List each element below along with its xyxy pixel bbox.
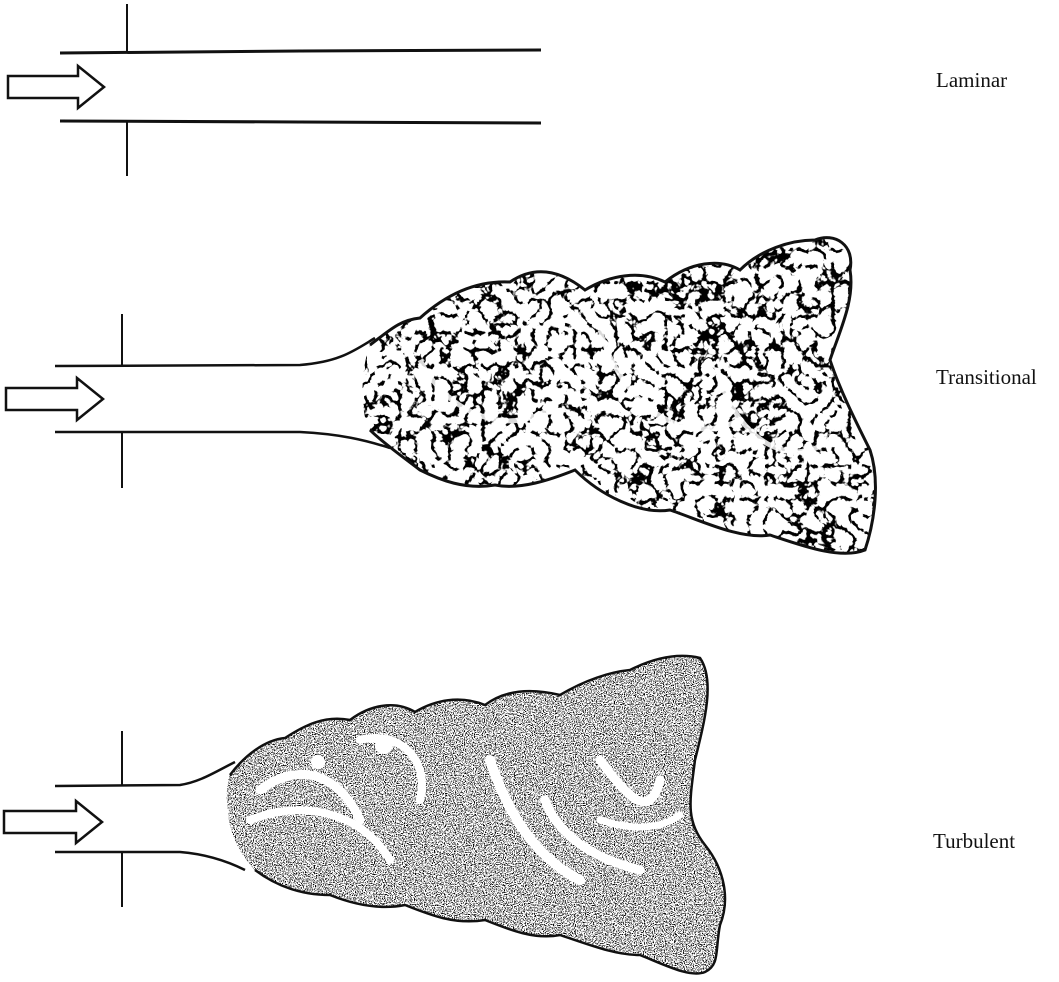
laminar-jet <box>8 4 541 176</box>
label-turbulent: Turbulent <box>933 829 1015 854</box>
flow-arrow-icon <box>6 378 103 420</box>
jet-upper-boundary <box>55 338 375 366</box>
jet-lower-boundary <box>55 432 390 448</box>
jet-upper-boundary <box>60 50 541 53</box>
label-laminar: Laminar <box>936 68 1007 93</box>
jet-lower-boundary <box>55 852 245 870</box>
jet-upper-boundary <box>55 762 235 786</box>
transitional-plume <box>350 225 890 570</box>
transitional-jet <box>6 225 890 570</box>
vortex-core <box>311 755 325 769</box>
flow-arrow-icon <box>4 801 102 843</box>
vortex-core <box>375 736 393 754</box>
label-transitional: Transitional <box>936 365 1037 390</box>
turbulent-jet <box>4 645 745 980</box>
jet-lower-boundary <box>60 121 541 123</box>
turbulent-plume <box>205 645 745 980</box>
flow-arrow-icon <box>8 66 104 108</box>
